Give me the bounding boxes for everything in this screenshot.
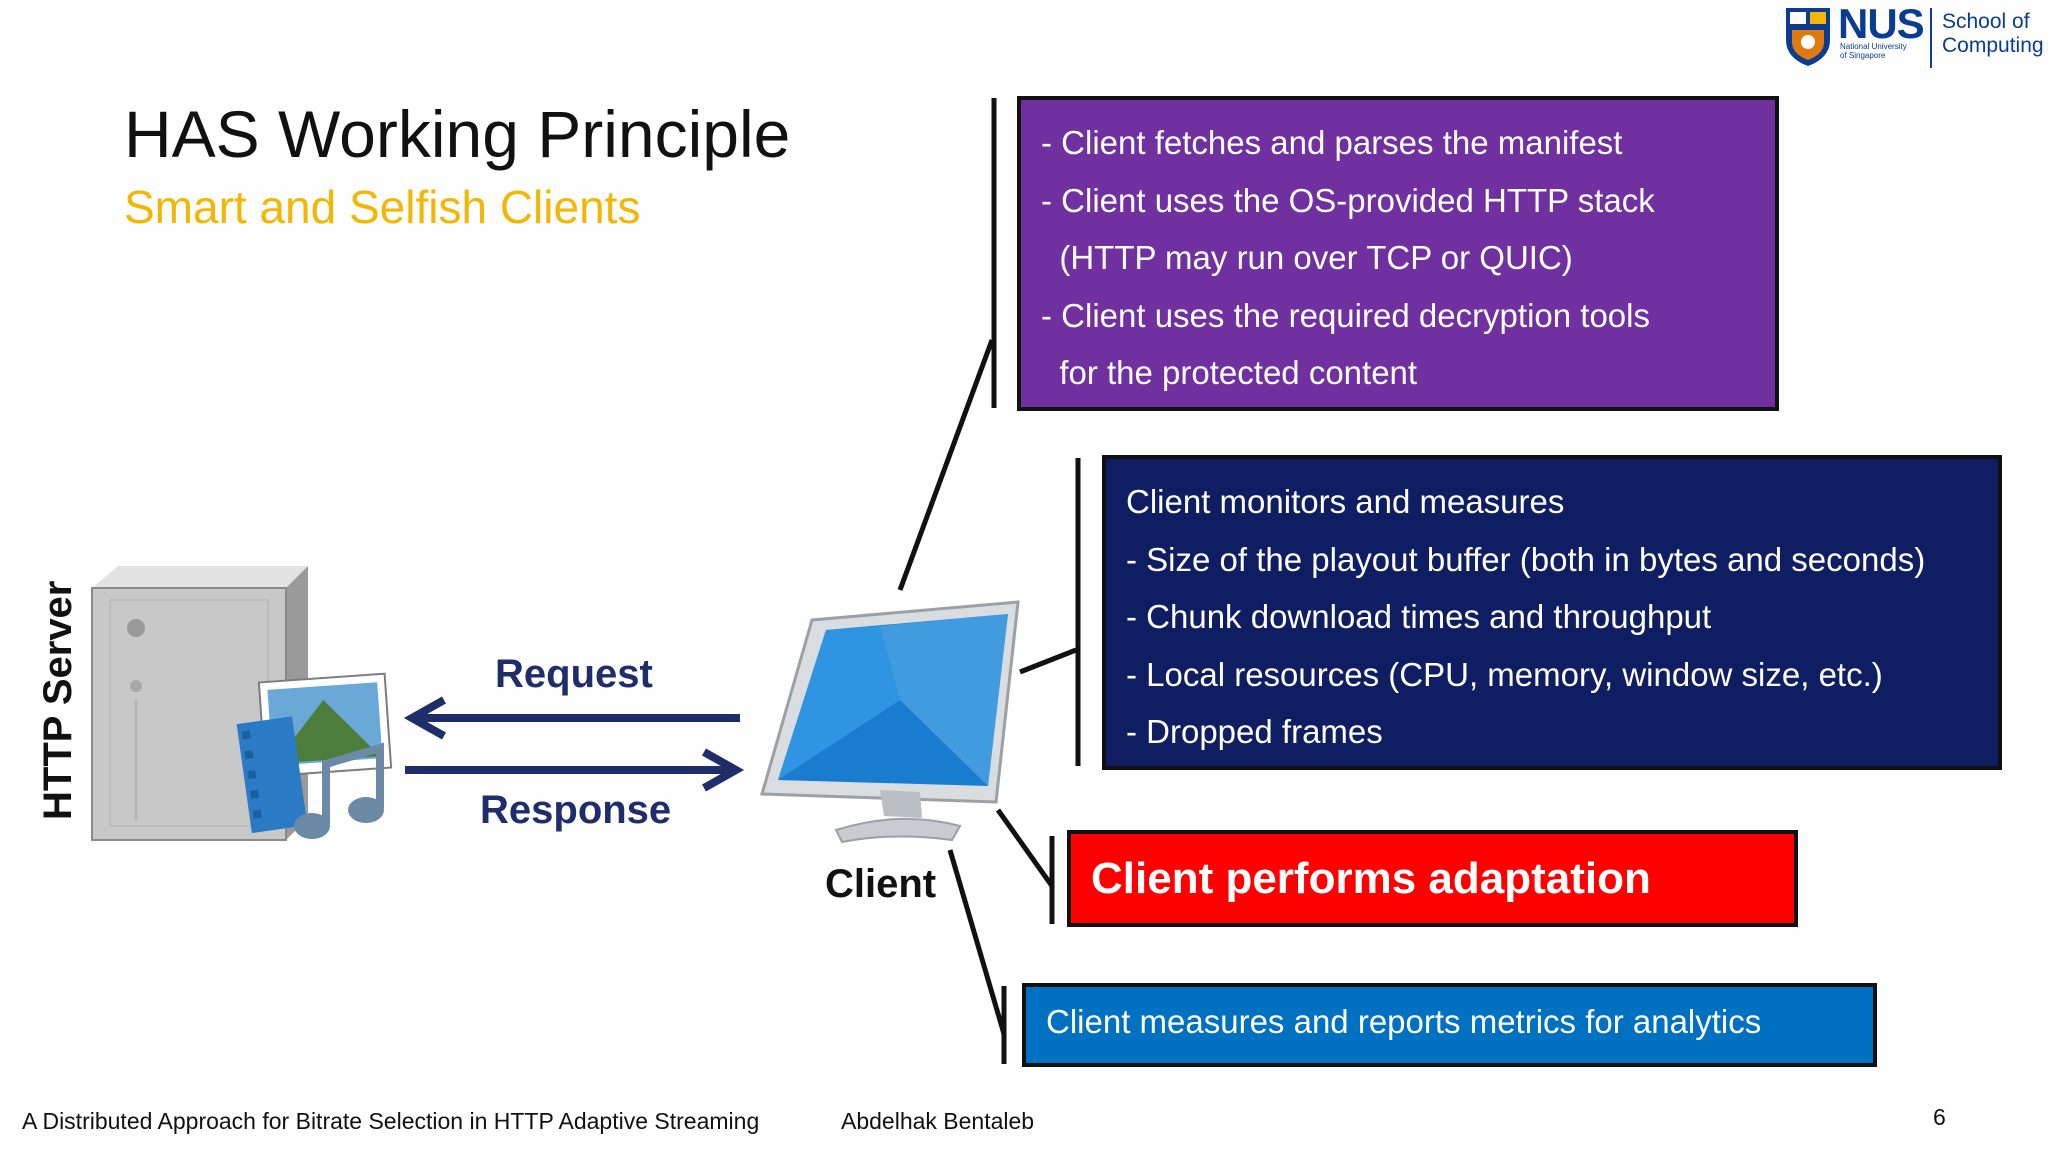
request-label: Request	[495, 652, 653, 696]
nus-logo: NUS National University of Singapore Sch…	[1784, 0, 2044, 72]
request-arrow	[403, 696, 740, 740]
school-name-line1: School of	[1942, 10, 2030, 33]
monitoring-info-box: Client monitors and measures - Size of t…	[1102, 455, 2002, 770]
nus-subtitle-line1: National University	[1840, 42, 1907, 51]
manifest-info-box: - Client fetches and parses the manifest…	[1017, 96, 1779, 411]
response-arrow	[405, 748, 745, 792]
page-number: 6	[1933, 1104, 1946, 1130]
response-label: Response	[480, 788, 672, 832]
client-label: Client	[825, 862, 937, 906]
adaptation-box: Client performs adaptation	[1067, 830, 1798, 927]
media-icon	[236, 672, 393, 839]
nus-wordmark: NUS	[1838, 0, 1925, 47]
school-name: School of Computing	[1942, 10, 2044, 58]
buffer-size-line: - Size of the playout buffer (both in by…	[1126, 540, 1926, 578]
manifest-line: - Client fetches and parses the manifest	[1041, 124, 1623, 161]
monitors-heading: Client monitors and measures	[1126, 483, 1565, 520]
chunk-download-line: - Chunk download times and throughput	[1126, 598, 1712, 635]
slide-subtitle: Smart and Selfish Clients	[124, 181, 641, 233]
tcp-quic-line: (HTTP may run over TCP or QUIC)	[1041, 239, 1573, 276]
connector-lines	[897, 98, 1081, 1064]
school-name-line2: Computing	[1942, 34, 2044, 57]
protected-content-line: for the protected content	[1041, 354, 1418, 391]
decryption-line: - Client uses the required decryption to…	[1041, 296, 1650, 334]
client-monitor-icon	[760, 600, 1020, 844]
slide-title: HAS Working Principle	[124, 97, 791, 171]
http-server-label: HTTP Server	[36, 580, 80, 820]
nus-subtitle-line2: of Singapore	[1840, 51, 1886, 60]
analytics-box: Client measures and reports metrics for …	[1022, 983, 1877, 1067]
nus-crest-icon	[1786, 8, 1830, 66]
dropped-frames-line: - Dropped frames	[1126, 713, 1383, 750]
footer-author: Abdelhak Bentaleb	[841, 1108, 1035, 1134]
local-resources-line: - Local resources (CPU, memory, window s…	[1126, 655, 1883, 693]
nus-subtitle: National University of Singapore	[1840, 42, 1930, 60]
footer-talk-title: A Distributed Approach for Bitrate Selec…	[22, 1108, 760, 1134]
http-stack-line: - Client uses the OS-provided HTTP stack	[1041, 181, 1655, 219]
logo-divider	[1930, 8, 1932, 68]
